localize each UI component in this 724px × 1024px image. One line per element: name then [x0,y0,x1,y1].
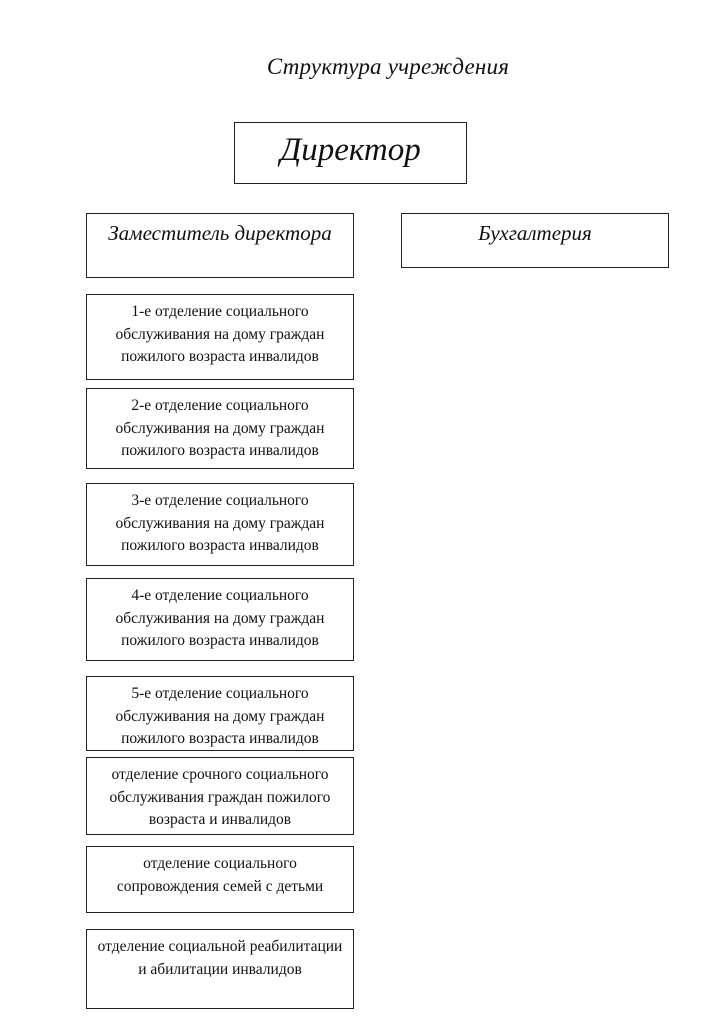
department-box-5: 5-е отделение социального обслуживания н… [86,676,354,751]
department-box-1: 1-е отделение социального обслуживания н… [86,294,354,380]
director-box: Директор [234,122,467,184]
department-box-2: 2-е отделение социального обслуживания н… [86,388,354,469]
deputy-director-box: Заместитель директора [86,213,354,278]
department-label: отделение социального сопровождения семе… [116,855,324,895]
accounting-box: Бухгалтерия [401,213,669,268]
department-label: 1-е отделение социального обслуживания н… [115,303,325,365]
department-label: 5-е отделение социального обслуживания н… [115,685,325,747]
department-box-8: отделение социальной реабилитации и абил… [86,929,354,1009]
department-box-7: отделение социального сопровождения семе… [86,846,354,913]
department-label: отделение срочного социального обслужива… [109,766,331,828]
department-label: отделение социальной реабилитации и абил… [97,938,343,978]
diagram-title: Структура учреждения [266,54,510,79]
department-label: 3-е отделение социального обслуживания н… [115,492,325,554]
director-label: Директор [280,131,421,168]
department-label: 2-е отделение социального обслуживания н… [115,397,325,459]
department-box-6: отделение срочного социального обслужива… [86,757,354,835]
department-box-3: 3-е отделение социального обслуживания н… [86,483,354,566]
department-label: 4-е отделение социального обслуживания н… [115,587,325,649]
accounting-label: Бухгалтерия [478,221,592,245]
department-box-4: 4-е отделение социального обслуживания н… [86,578,354,661]
deputy-director-label: Заместитель директора [108,221,332,245]
